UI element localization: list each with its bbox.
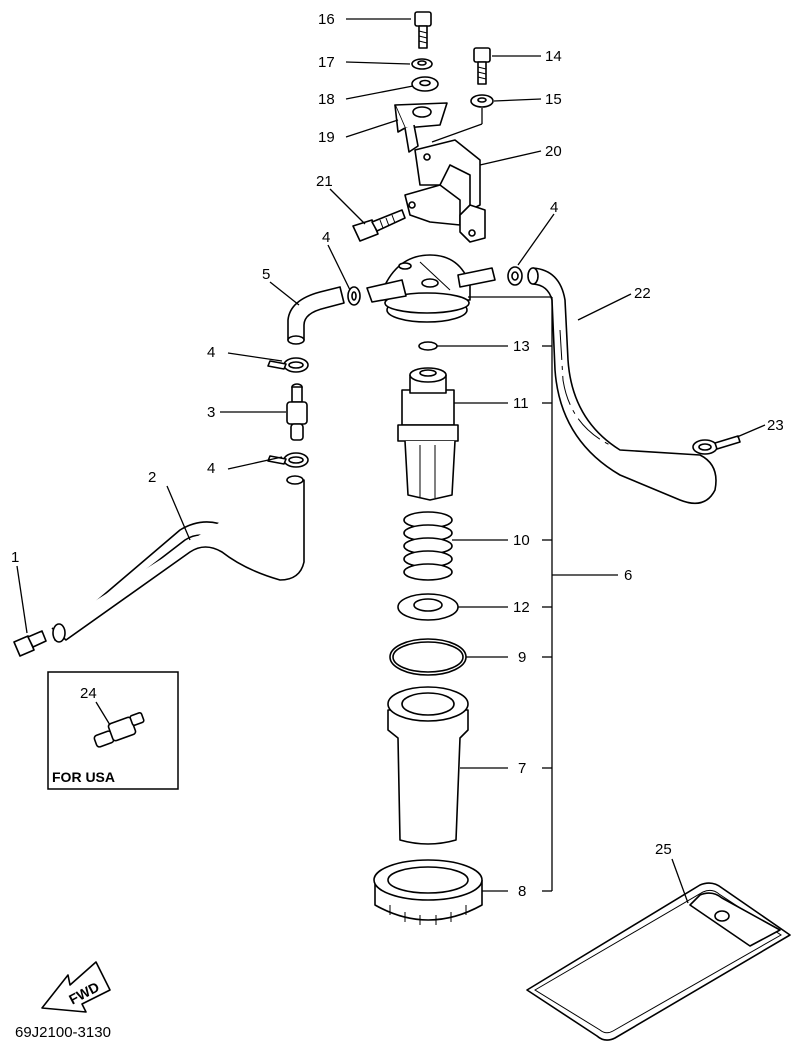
callout-4-lower: 4 — [207, 460, 215, 477]
part-16-bolt — [414, 11, 432, 49]
callout-13: 13 — [513, 338, 530, 355]
part-15-washer — [470, 94, 494, 108]
callout-12: 12 — [513, 599, 530, 616]
callout-15: 15 — [545, 91, 562, 108]
part-18-washer — [411, 76, 439, 92]
part-14-bolt — [473, 47, 491, 85]
callout-14: 14 — [545, 48, 562, 65]
part-2-hose — [51, 475, 305, 643]
part-8-ring-nut — [373, 859, 483, 925]
callout-19: 19 — [318, 129, 335, 146]
clamp-4-left-of-head — [347, 286, 361, 306]
callout-2: 2 — [148, 469, 156, 486]
part-1-connector — [13, 630, 47, 657]
part-11-element — [397, 367, 459, 501]
callout-22: 22 — [634, 285, 651, 302]
part-24-connector — [93, 712, 145, 748]
clamp-4-lower-hose — [267, 452, 309, 468]
clamp-4-upper-hose — [267, 357, 309, 373]
part-3-fitting — [286, 383, 308, 441]
callout-25: 25 — [655, 841, 672, 858]
part-25-bag — [526, 882, 791, 1041]
callout-10: 10 — [513, 532, 530, 549]
callout-24: 24 — [80, 685, 97, 702]
callout-23: 23 — [767, 417, 784, 434]
drawing-code: 69J2100-3130 — [15, 1024, 111, 1041]
callout-4-upper: 4 — [207, 344, 215, 361]
callout-21: 21 — [316, 173, 333, 190]
leader-lines — [16, 18, 766, 904]
callout-16: 16 — [318, 11, 335, 28]
callout-11: 11 — [513, 395, 529, 412]
part-17-washer — [411, 58, 433, 70]
callout-4-head-right: 4 — [550, 199, 558, 216]
callout-8: 8 — [518, 883, 526, 900]
filter-head — [366, 254, 496, 323]
part-9-o-ring — [389, 638, 467, 676]
part-5-hose — [287, 286, 345, 345]
part-13-o-ring — [418, 341, 438, 351]
part-7-cup — [387, 686, 469, 845]
callout-7: 7 — [518, 760, 526, 777]
inset-box — [47, 671, 179, 790]
callout-17: 17 — [318, 54, 335, 71]
callout-20: 20 — [545, 143, 562, 160]
callout-6: 6 — [624, 567, 632, 584]
clamp-4-right-of-head — [507, 266, 523, 286]
callout-5: 5 — [262, 266, 270, 283]
part-23-clamp — [692, 435, 741, 455]
inset-label: FOR USA — [52, 769, 115, 785]
callout-9: 9 — [518, 649, 526, 666]
part-19-clip — [394, 102, 448, 153]
part-22-hose — [527, 267, 717, 505]
callout-1: 1 — [11, 549, 19, 566]
callout-4-head-left: 4 — [322, 229, 330, 246]
fwd-arrow — [41, 961, 111, 1013]
part-20-bracket — [404, 139, 486, 243]
callout-18: 18 — [318, 91, 335, 108]
part-12-seal — [397, 593, 459, 621]
part-10-spring — [403, 511, 453, 581]
callout-3: 3 — [207, 404, 215, 421]
part-21-bolt — [352, 209, 406, 242]
